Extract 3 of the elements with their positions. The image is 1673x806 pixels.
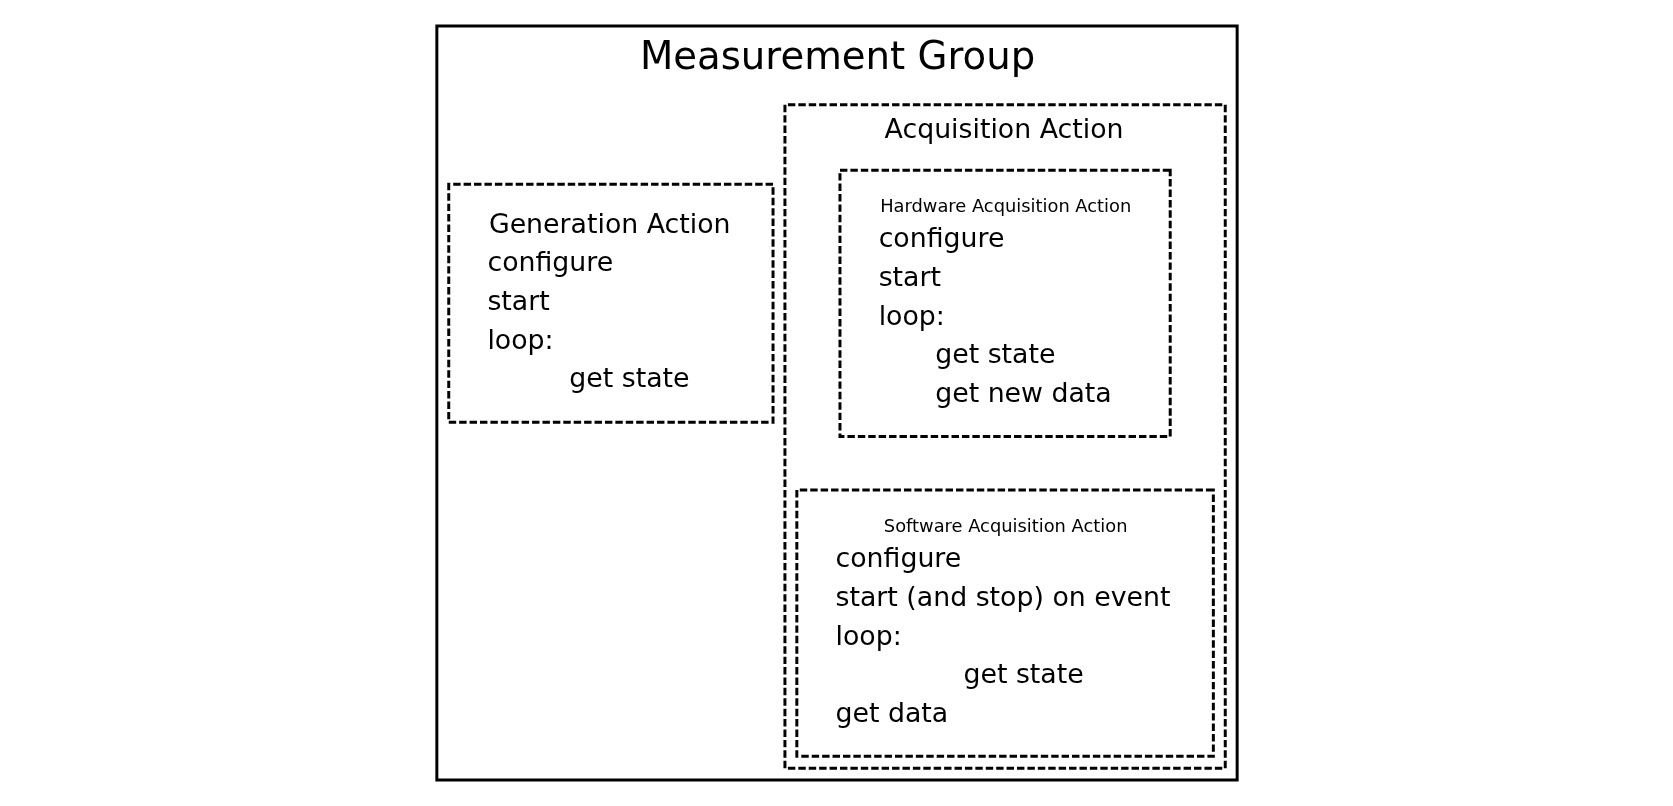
node-box: Software Acquisition Action configure start (and stop) on event loop: get state get data (794, 488, 1215, 758)
node-box: Generation Action configure start loop: get state (446, 182, 775, 424)
node-box: Hardware Acquisition Action configure start loop: get state get new data (838, 168, 1172, 438)
